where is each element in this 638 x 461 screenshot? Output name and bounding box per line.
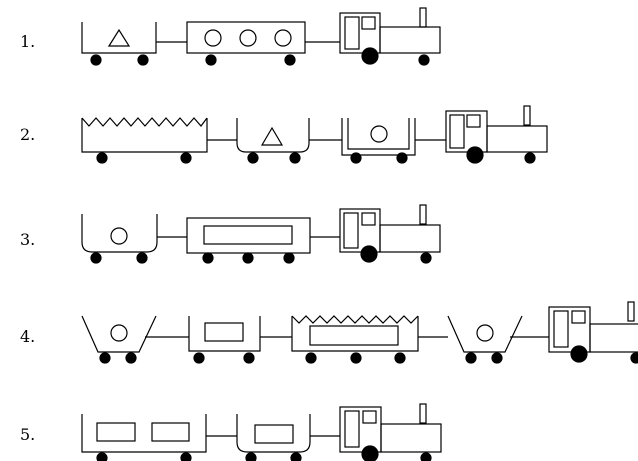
wheel (420, 452, 432, 461)
row-label-5: 5. (20, 425, 35, 444)
wheel (180, 452, 192, 461)
car-with-panel (186, 217, 311, 264)
drive-wheel (361, 47, 379, 65)
hopper-wagon-circle (81, 315, 157, 364)
row-label-3: 3. (20, 230, 35, 249)
wheel (465, 352, 477, 364)
circle-load (110, 227, 128, 245)
row-label-4: 4. (20, 327, 35, 346)
wheel (205, 54, 217, 66)
wheel (242, 252, 254, 264)
tub-wagon-circle (81, 214, 158, 264)
wheel (283, 252, 295, 264)
circle-load (274, 29, 292, 47)
wheel (193, 352, 205, 364)
wheel (180, 152, 192, 164)
coal-load (81, 117, 208, 127)
wheel (247, 152, 259, 164)
double-wall-wagon-circle (341, 118, 416, 164)
locomotive (548, 301, 638, 364)
drive-wheel (361, 445, 379, 461)
wheel (284, 54, 296, 66)
car-with-window (188, 316, 261, 364)
drive-wheel (466, 146, 484, 164)
row-label-2: 2. (20, 125, 35, 144)
wheel (524, 152, 536, 164)
wheel (137, 54, 149, 66)
drive-wheel (570, 345, 588, 363)
panel-load (96, 422, 136, 442)
circle-load (110, 324, 128, 342)
coal-wagon (81, 117, 208, 164)
wheel (96, 452, 108, 461)
panel-load (203, 225, 293, 245)
wheel (350, 352, 362, 364)
wheel (420, 252, 432, 264)
tub-wagon-triangle (236, 118, 310, 164)
panel-load (309, 325, 399, 346)
locomotive (339, 7, 441, 66)
circle-load (476, 324, 494, 342)
coal-car-with-panel (291, 315, 419, 364)
panel-load (204, 322, 244, 342)
wheel (96, 152, 108, 164)
row-label-1: 1. (20, 32, 35, 51)
locomotive (339, 403, 442, 461)
coal-load (291, 315, 419, 324)
drive-wheel (360, 245, 378, 263)
train-3 (81, 204, 441, 264)
locomotive (339, 204, 441, 264)
wheel (136, 252, 148, 264)
circle-load (370, 125, 388, 143)
wheel (305, 352, 317, 364)
wheel (491, 352, 503, 364)
locomotive (445, 105, 548, 164)
train-1 (81, 7, 441, 66)
car-two-panels (81, 414, 207, 461)
panel-load (151, 422, 190, 442)
train-4 (81, 301, 638, 364)
wheel (245, 452, 257, 461)
wheel (289, 152, 301, 164)
wheel (290, 452, 302, 461)
passenger-car-circles (186, 21, 306, 66)
wheel (99, 352, 111, 364)
train-5 (81, 403, 442, 461)
train-2 (81, 105, 548, 164)
hopper-wagon-circle (447, 315, 523, 364)
wheel (90, 54, 102, 66)
wheel (394, 352, 406, 364)
wheel (350, 152, 362, 164)
wheel (630, 352, 638, 364)
wheel (90, 252, 102, 264)
wheel (125, 352, 137, 364)
open-wagon-triangle (81, 22, 157, 66)
wheel (243, 352, 255, 364)
wheel (396, 152, 408, 164)
circle-load (204, 29, 222, 47)
panel-load (254, 424, 294, 444)
triangle-load (260, 126, 284, 146)
wheel (418, 54, 430, 66)
wheel (202, 252, 214, 264)
triangle-load (107, 28, 131, 47)
tub-wagon-panel (236, 414, 311, 461)
circle-load (239, 29, 257, 47)
